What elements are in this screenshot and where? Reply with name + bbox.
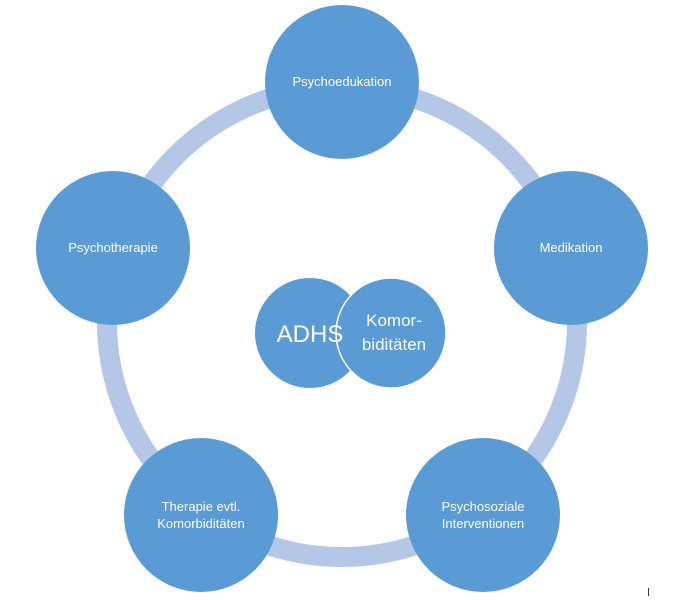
node-psychosoziale-label-line1: Psychosoziale	[441, 499, 524, 514]
node-therapie-label-line1: Therapie evtl.	[162, 499, 241, 514]
node-psychotherapie	[36, 171, 190, 325]
node-psychoedukation	[265, 5, 419, 159]
node-psychosoziale-interventionen	[406, 438, 560, 592]
center-circle-adhs	[255, 278, 365, 388]
node-therapie-komorbiditaeten	[124, 438, 278, 592]
node-psychoedukation-label: Psychoedukation	[292, 74, 391, 89]
node-psychosoziale-label-line2: Interventionen	[442, 516, 524, 531]
edge-mark	[648, 588, 649, 596]
center-label-adhs: ADHS	[277, 321, 344, 348]
node-medikation	[494, 171, 648, 325]
center-circle-komorbiditaeten	[335, 277, 447, 389]
node-therapie-label-line2: Komorbiditäten	[157, 516, 244, 531]
node-psychotherapie-label: Psychotherapie	[68, 240, 158, 255]
node-medikation-label: Medikation	[540, 240, 603, 255]
center-label-komor-line2: biditäten	[362, 335, 426, 354]
center-label-komor-line1: Komor-	[366, 311, 422, 330]
